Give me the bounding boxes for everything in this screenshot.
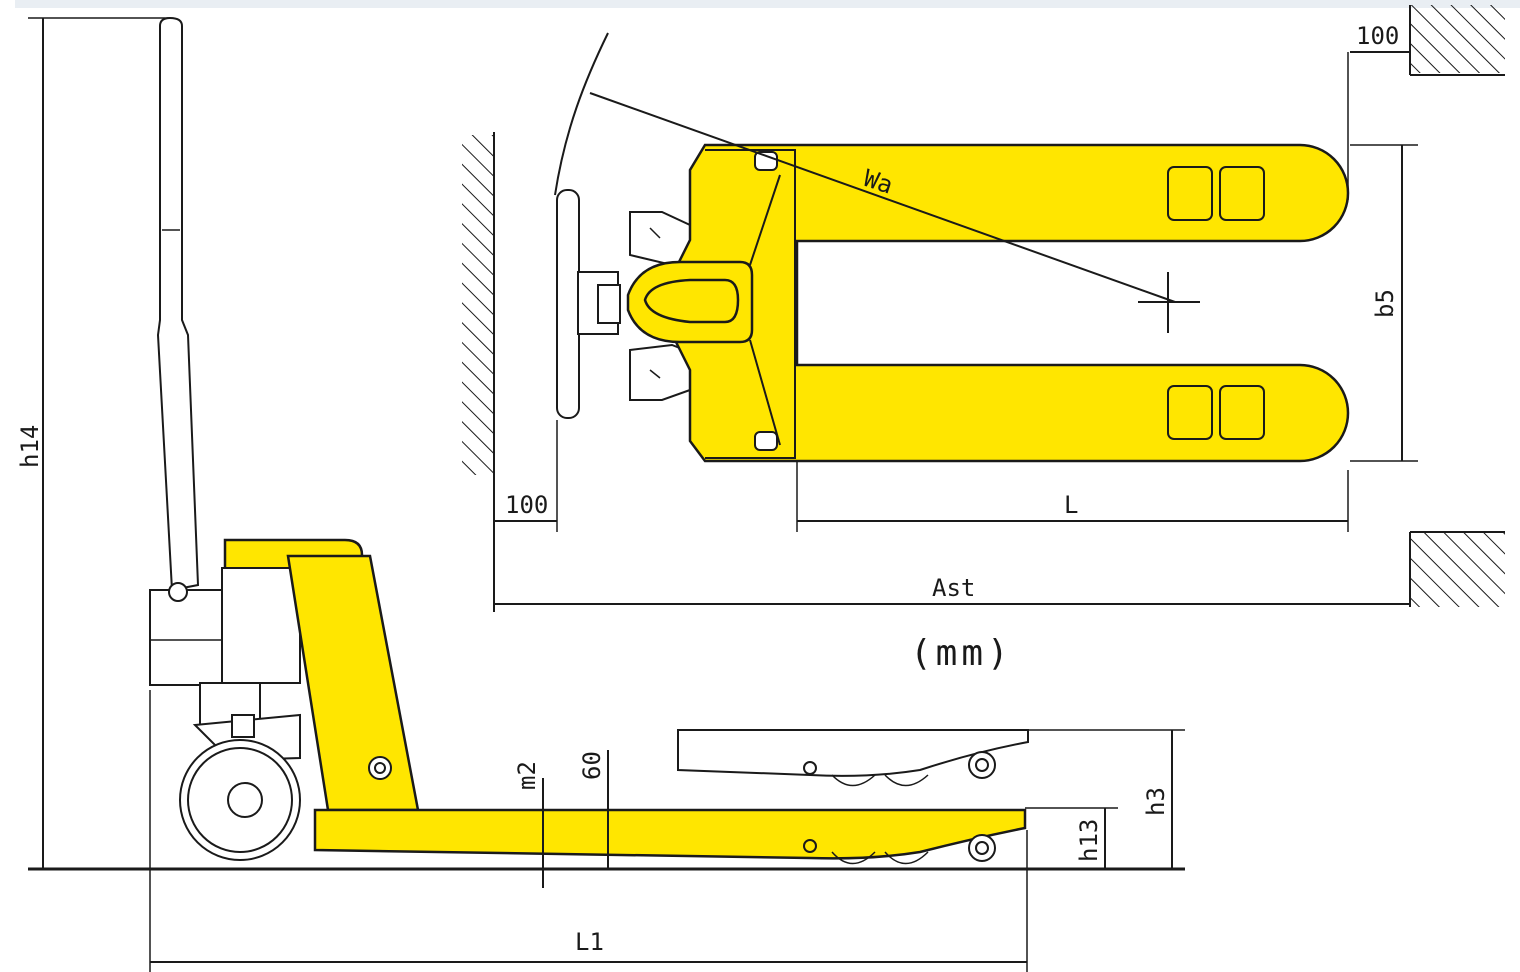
top-view xyxy=(462,5,1505,612)
label-clearance-left: 100 xyxy=(505,491,548,519)
dimension-h3 xyxy=(1028,729,1185,869)
steer-wheel xyxy=(179,739,301,861)
label-h13: h13 xyxy=(1075,819,1103,862)
label-ast: Ast xyxy=(932,574,975,602)
dimension-h14 xyxy=(28,17,170,869)
dimension-clearance-top xyxy=(1347,51,1410,200)
load-rollers-upper xyxy=(1167,166,1265,221)
tiller-shaft xyxy=(156,16,200,592)
label-b5: b5 xyxy=(1371,289,1399,318)
dimension-clearance-left xyxy=(494,420,558,532)
side-fork-lowered xyxy=(313,808,1027,860)
dimension-l1 xyxy=(149,690,1028,972)
handle-swing-arc xyxy=(554,32,609,196)
dimension-b5 xyxy=(1350,144,1418,462)
label-l: L xyxy=(1064,491,1078,519)
top-chassis-forks xyxy=(673,143,1350,463)
label-l1: L1 xyxy=(575,928,604,956)
side-view xyxy=(28,16,1185,972)
label-h3: h3 xyxy=(1142,787,1170,816)
label-clearance-top: 100 xyxy=(1356,22,1399,50)
handle-linkage xyxy=(577,211,691,401)
hydraulic-unit xyxy=(149,538,364,762)
left-wall xyxy=(462,132,495,612)
right-wall-top xyxy=(1409,5,1505,76)
side-fork-raised xyxy=(677,729,1029,777)
dimension-h13 xyxy=(1025,807,1118,869)
label-60: 60 xyxy=(578,751,606,780)
dimension-l xyxy=(796,461,1349,532)
side-mast xyxy=(286,554,420,812)
label-m2: m2 xyxy=(513,761,541,790)
label-h14: h14 xyxy=(16,425,44,468)
turning-radius-line xyxy=(589,92,1176,303)
top-band xyxy=(15,0,1520,8)
right-wall-bottom xyxy=(1409,531,1505,607)
label-unit: (mm) xyxy=(910,633,1013,674)
load-rollers-lower xyxy=(1167,385,1265,440)
handle-grip-top xyxy=(556,189,580,419)
